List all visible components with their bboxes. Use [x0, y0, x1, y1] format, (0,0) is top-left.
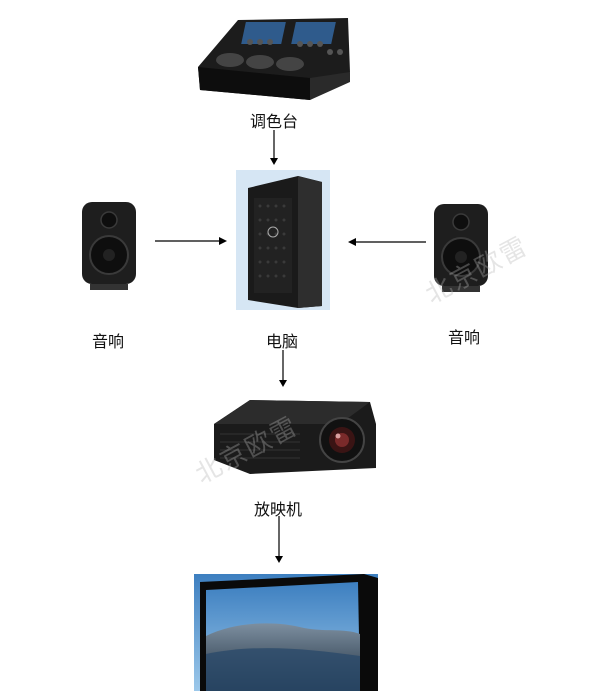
speaker-left-label: 音响	[91, 332, 124, 351]
speaker-right-label: 音响	[447, 328, 480, 347]
arrow-speaker-right-to-computer	[348, 238, 426, 246]
studio-monitor-speaker-icon	[434, 204, 488, 292]
arrow-console-to-computer	[270, 130, 278, 165]
workstation-tower-icon	[248, 176, 322, 308]
screen-image	[194, 574, 378, 691]
projector-label: 放映机	[253, 500, 302, 519]
arrow-computer-to-projector	[279, 350, 287, 387]
color-grading-console-icon	[198, 18, 350, 100]
projector-image	[210, 394, 378, 476]
arrow-speaker-left-to-computer	[155, 237, 227, 245]
cinema-projector-icon	[214, 400, 376, 474]
computer-image	[236, 170, 330, 310]
speaker-right-image	[430, 202, 492, 294]
console-image	[190, 12, 352, 102]
speaker-left-image	[78, 200, 140, 292]
display-screen-icon	[194, 574, 378, 691]
studio-monitor-speaker-icon	[82, 202, 136, 290]
arrow-projector-to-screen	[275, 516, 283, 563]
console-label: 调色台	[249, 112, 298, 131]
computer-label: 电脑	[265, 332, 298, 351]
